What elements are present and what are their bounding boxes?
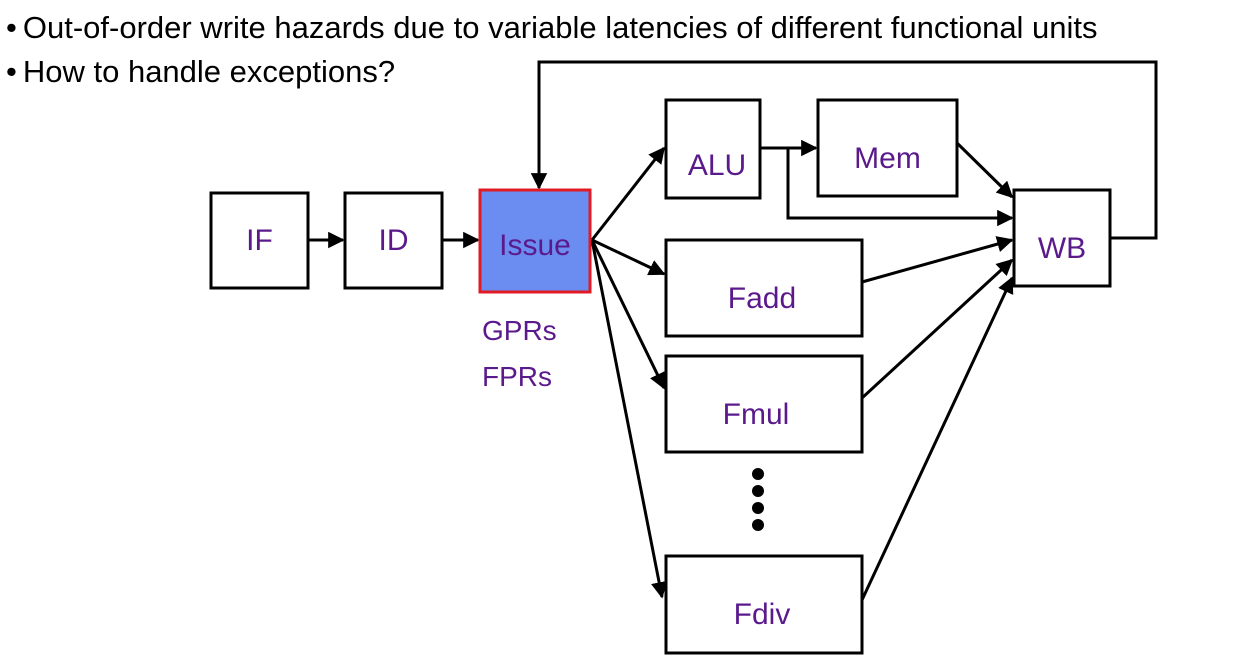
stage-box: [478, 188, 592, 294]
ellipsis-dot: [752, 502, 764, 514]
stage-box: [664, 554, 864, 655]
ellipsis-dot: [752, 519, 764, 531]
stage-box: [1012, 188, 1112, 288]
arrow-fmul-to-wb: [860, 258, 1014, 400]
stage-fadd: Fadd: [664, 238, 864, 338]
stage-label: Fmul: [723, 398, 790, 431]
stage-label: Issue: [499, 229, 571, 262]
arrow-fadd-to-wb: [861, 236, 1014, 284]
register-label-fprs: FPRs: [482, 361, 552, 392]
stage-box: [816, 98, 959, 198]
vertical-ellipsis: [752, 468, 764, 531]
register-labels: GPRs FPRs: [482, 315, 557, 392]
bullet-item: •How to handle exceptions?: [6, 50, 1231, 94]
arrow-alu-bypass-to-wb: [786, 148, 1014, 227]
arrow-mem-to-wb: [955, 141, 1014, 199]
bullet-text: Out-of-order write hazards due to variab…: [22, 10, 1098, 45]
ellipsis-dot: [752, 468, 764, 480]
arrow-issue-to-fmul: [590, 239, 666, 390]
stage-fdiv: Fdiv: [664, 554, 864, 655]
stage-issue: Issue: [478, 188, 592, 294]
stage-fmul: Fmul: [664, 354, 864, 454]
bullet-text: How to handle exceptions?: [22, 54, 396, 89]
stage-label: ALU: [688, 149, 746, 182]
register-label-gprs: GPRs: [482, 315, 557, 346]
stage-mem: Mem: [816, 98, 959, 198]
stage-label: Fadd: [728, 282, 796, 315]
stage-label: ID: [379, 224, 409, 257]
ellipsis-dot: [752, 485, 764, 497]
stage-label: WB: [1038, 232, 1086, 265]
bullet-dot: •: [6, 10, 17, 45]
stage-box: [209, 191, 310, 290]
connectors: [308, 60, 1158, 601]
bullet-dot: •: [6, 54, 17, 89]
stage-if: IF: [209, 191, 310, 290]
arrow-issue-to-fadd: [591, 238, 666, 276]
stage-box: [343, 191, 444, 290]
bullet-item: •Out-of-order write hazards due to varia…: [6, 6, 1231, 50]
stage-label: Fdiv: [734, 598, 791, 631]
stage-box: [664, 98, 762, 200]
arrow-wb-feedback-to-issue: [530, 60, 1158, 240]
arrow-issue-to-fdiv: [590, 239, 668, 599]
arrow-issue-to-alu: [590, 146, 666, 241]
arrow-fdiv-to-wb: [860, 276, 1014, 601]
stage-label: Mem: [854, 142, 921, 175]
stage-wb: WB: [1012, 188, 1112, 288]
stage-label: IF: [246, 224, 273, 257]
stage-box: [664, 238, 864, 338]
stage-id: ID: [343, 191, 444, 290]
stage-alu: ALU: [664, 98, 762, 200]
bullet-list: •Out-of-order write hazards due to varia…: [6, 6, 1231, 94]
stage-box: [664, 354, 864, 454]
